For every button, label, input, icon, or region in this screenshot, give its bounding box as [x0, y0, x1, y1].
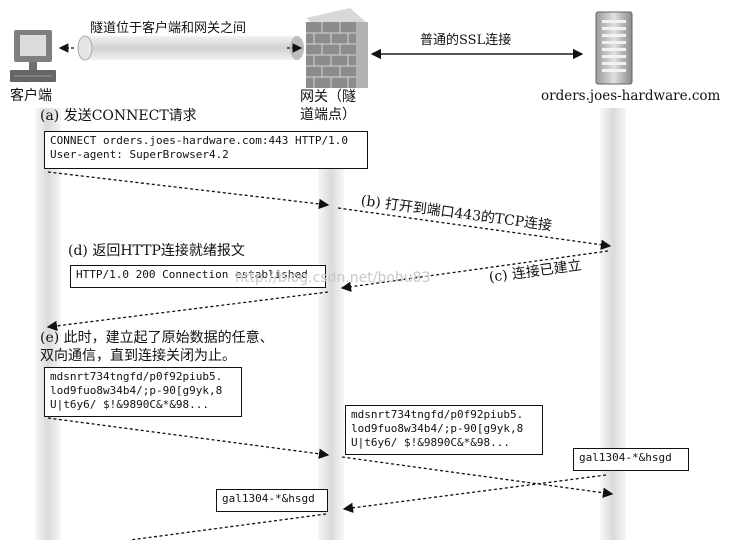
raw-to-server-arrow: [341, 456, 614, 498]
raw-data-client-box: mdsnrt734tngfd/p0f92piub5. lod9fuo8w34b4…: [44, 367, 242, 417]
connect-request-box: CONNECT orders.joes-hardware.com:443 HTT…: [44, 131, 368, 169]
raw-data-gateway-box: mdsnrt734tngfd/p0f92piub5. lod9fuo8w34b4…: [345, 405, 543, 455]
brick-wall-icon: [306, 8, 368, 88]
step-e-label: (e) 此时，建立起了原始数据的任意、 双向通信，直到连接关闭为止。: [40, 330, 274, 364]
established-arrow: [340, 250, 609, 292]
established-response-box: HTTP/1.0 200 Connection established: [70, 265, 326, 288]
ssl-label: 普通的SSL连接: [420, 33, 512, 48]
server-icon: [595, 11, 633, 85]
step-d-label: (d) 返回HTTP连接就绪报文: [68, 243, 245, 259]
client-lifeline: [35, 108, 61, 540]
reply-gateway-box: gal1304-*&hsgd: [216, 489, 328, 512]
gateway-label: 网关（隧 道端点）: [300, 89, 356, 123]
tunnel-label: 隧道位于客户端和网关之间: [90, 21, 247, 36]
tunnel-tube-icon: [58, 35, 304, 61]
reply-to-gateway-arrow: [342, 474, 607, 513]
reply-to-client-arrow: [129, 513, 327, 540]
tcp-open-arrow: [337, 207, 612, 250]
watermark-text: http://blog.csdn.net/bohu83: [235, 270, 431, 286]
step-a-label: (a) 发送CONNECT请求: [40, 108, 197, 124]
server-label: orders.joes-hardware.com: [541, 88, 721, 104]
computer-icon: [10, 30, 56, 82]
client-label: 客户端: [10, 88, 52, 104]
raw-to-gateway-arrow: [47, 417, 330, 459]
connect-arrow: [47, 171, 330, 210]
reply-server-box: gal1304-*&hsgd: [573, 448, 689, 471]
ready-arrow: [46, 291, 329, 332]
gateway-lifeline: [318, 140, 344, 540]
